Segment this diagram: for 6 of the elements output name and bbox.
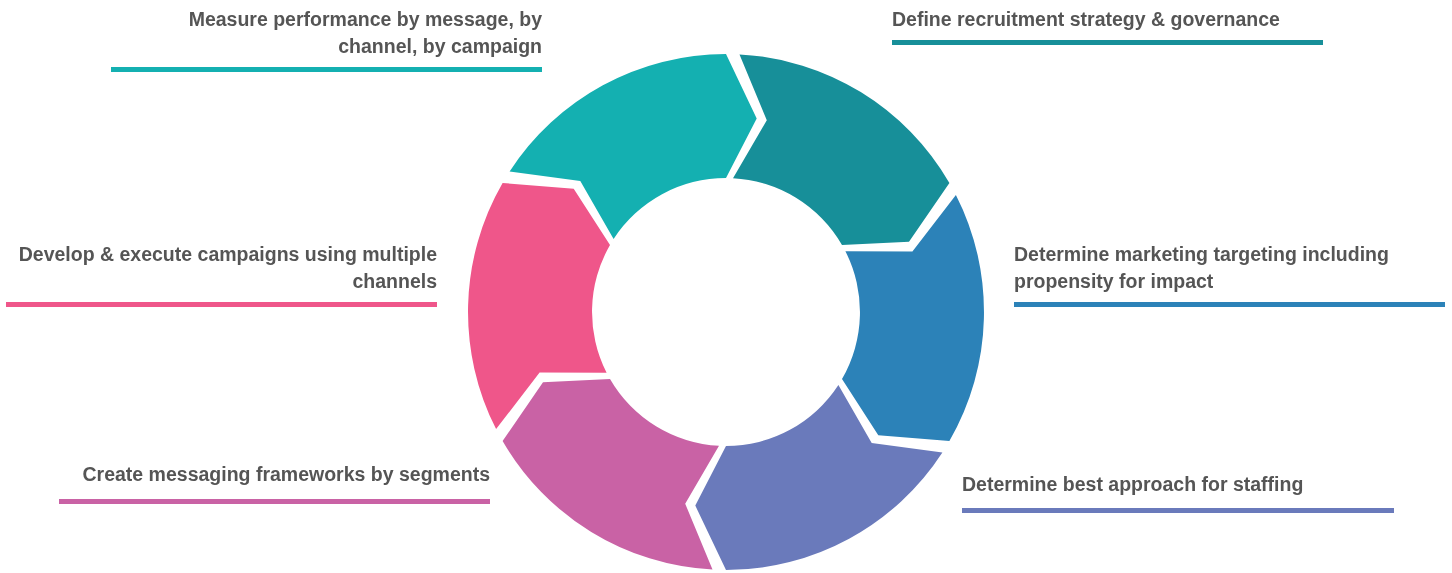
step-label: Measure performance by message, by channel, by campaign bbox=[111, 6, 542, 72]
step-label: Define recruitment strategy & governance bbox=[892, 6, 1323, 45]
step-label: Develop & execute campaigns using multiple channels bbox=[6, 241, 437, 307]
step-label: Determine marketing targeting including propensity for impact bbox=[1014, 241, 1445, 307]
step-label: Determine best approach for staffing bbox=[962, 471, 1394, 513]
step-label: Create messaging frameworks by segments bbox=[59, 461, 490, 504]
